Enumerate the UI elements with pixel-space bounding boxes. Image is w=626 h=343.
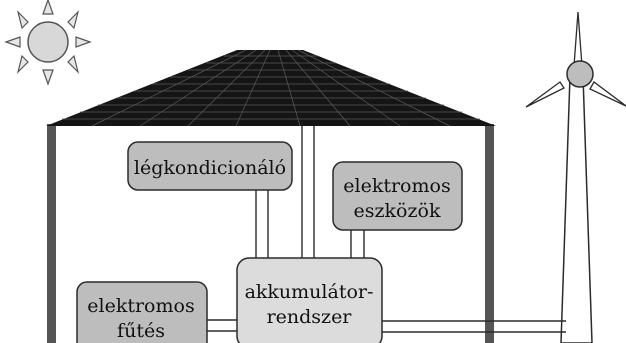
connector-lines	[207, 126, 566, 333]
wind-turbine-icon	[525, 11, 626, 343]
electric-devices-label-line2: eszközök	[354, 200, 441, 222]
air-conditioner-box: légkondicionáló	[127, 141, 293, 191]
sun-icon	[4, 0, 92, 86]
house-right-wall	[485, 124, 494, 343]
electric-heating-label-line2: fűtés	[117, 320, 165, 342]
air-conditioner-label: légkondicionáló	[134, 157, 286, 179]
electric-heating-box: elektromos fűtés	[76, 281, 208, 343]
battery-system-label-line1: akkumulátor-	[245, 281, 374, 303]
battery-system-box: akkumulátor- rendszer	[236, 257, 383, 343]
electric-heating-label-line1: elektromos	[87, 295, 194, 317]
solar-panel-roof	[46, 49, 496, 127]
house-left-wall	[47, 124, 56, 343]
electric-devices-box: elektromos eszközök	[332, 161, 463, 231]
battery-system-label-line2: rendszer	[267, 306, 353, 328]
electric-devices-label-line1: elektromos	[343, 175, 450, 197]
